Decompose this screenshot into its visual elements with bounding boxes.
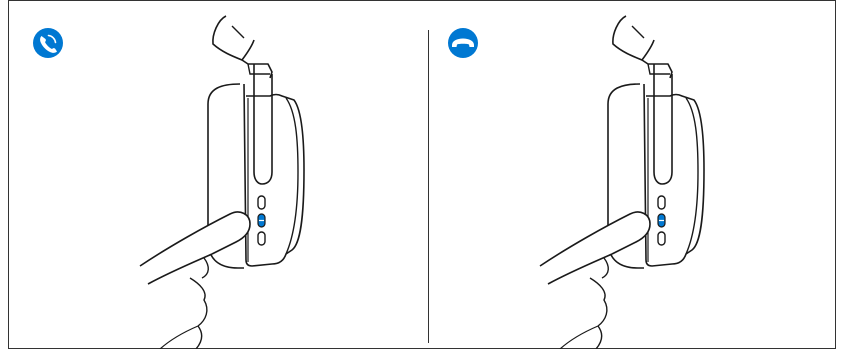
phone-answer-icon (33, 28, 63, 58)
phone-hangup-icon (448, 28, 478, 58)
outer-frame (9, 1, 836, 349)
